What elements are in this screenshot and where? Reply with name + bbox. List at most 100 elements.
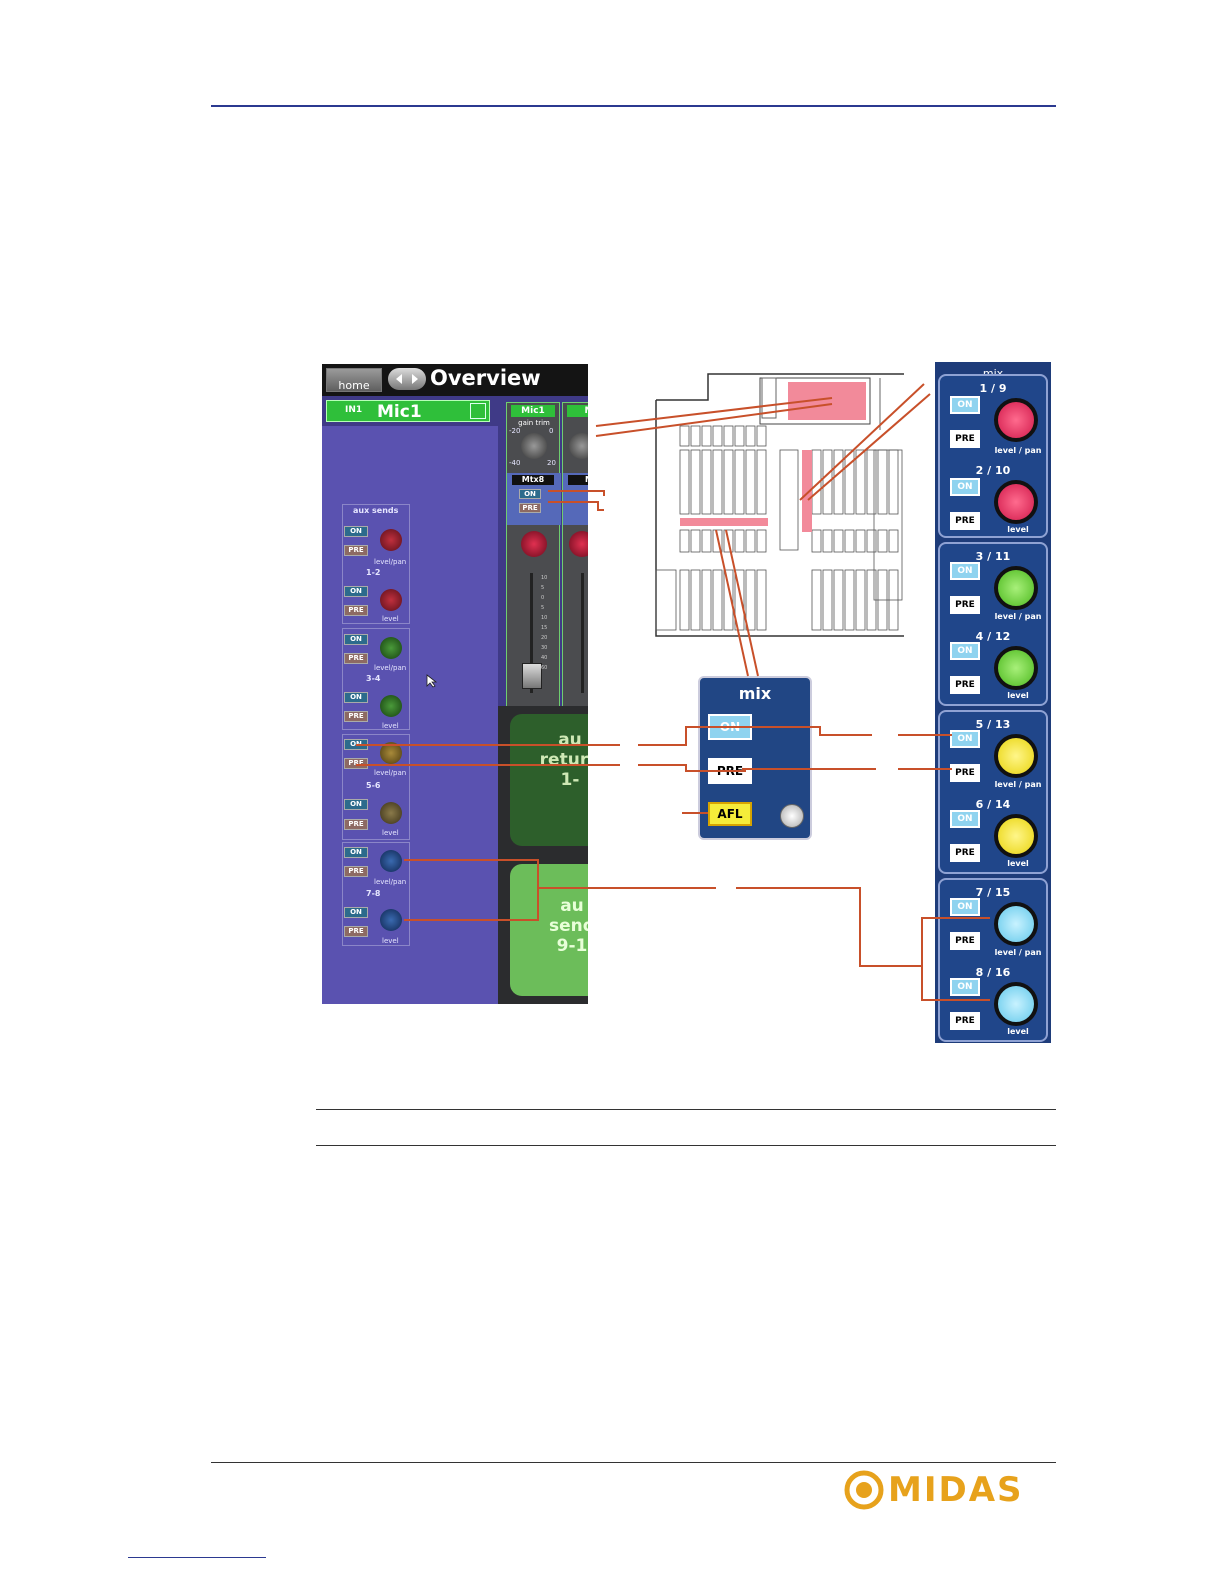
matrix-pre-button[interactable]: PRE [519,503,541,513]
mix-1-on-button[interactable]: ON [950,396,980,414]
aux-5-pre-button[interactable]: PRE [344,758,368,769]
midas-wordmark: MIDAS [888,1470,1024,1510]
aux-8-knob[interactable] [380,909,402,931]
mix-7-level-pan-knob[interactable] [994,902,1038,946]
mix-3-level-pan-knob[interactable] [994,566,1038,610]
mix-1-level-pan-knob[interactable] [994,398,1038,442]
level-label: level [1007,1027,1029,1036]
mix-3-on-button[interactable]: ON [950,562,980,580]
mix-7-pre-button[interactable]: PRE [950,932,980,950]
aux-group-label: 3-4 [366,674,381,683]
mix-6-on-button[interactable]: ON [950,810,980,828]
mix-5-pre-button[interactable]: PRE [950,764,980,782]
fader-track [581,573,584,693]
channel-name-bar[interactable]: IN1 Mic1 [326,400,490,422]
mix-5-on-button[interactable]: ON [950,730,980,748]
aux-7-knob[interactable] [380,850,402,872]
aux-sends-line: 9-1 [556,936,588,956]
aux-2-on-button[interactable]: ON [344,586,368,597]
aux-6-knob[interactable] [380,802,402,824]
console-surface-drawing [655,373,904,637]
aux-1-knob[interactable] [380,529,402,551]
gain-trim-label: gain trim [518,419,550,427]
fader-scale-label: 40 [541,655,548,661]
channel-name: Mic1 [377,402,422,422]
gain-scale-label: 0 [549,427,554,435]
level-label: level [1007,525,1029,534]
mix-8-level-knob[interactable] [994,982,1038,1026]
caption-rule-bottom [316,1145,1056,1146]
aux-6-pre-button[interactable]: PRE [344,819,368,830]
pan-knob[interactable] [521,531,547,557]
aux-3-on-button[interactable]: ON [344,634,368,645]
aux-3-pre-button[interactable]: PRE [344,653,368,664]
aux-6-on-button[interactable]: ON [344,799,368,810]
fader-scale-label: 30 [541,645,548,651]
mix-control-panel: mix ON PRE AFL [698,676,812,840]
level-pan-label: level/pan [374,878,407,886]
mix-afl-button[interactable]: AFL [708,802,752,826]
mix-pre-button[interactable]: PRE [708,758,752,784]
aux-8-pre-button[interactable]: PRE [344,926,368,937]
mix-4-level-knob[interactable] [994,646,1038,690]
level-pan-label: level / pan [994,948,1042,957]
aux-1-pre-button[interactable]: PRE [344,545,368,556]
pre-label: PRE [716,764,744,778]
aux-7-pre-button[interactable]: PRE [344,866,368,877]
aux-sends-title: aux sends [353,506,399,515]
mix-2-level-knob[interactable] [994,480,1038,524]
aux-8-on-button[interactable]: ON [344,907,368,918]
mix-4-on-button[interactable]: ON [950,642,980,660]
mix-2-on-button[interactable]: ON [950,478,980,496]
mix-section-top-label: 5 / 13 [975,718,1011,731]
mix-3-pre-button[interactable]: PRE [950,596,980,614]
mix-2-pre-button[interactable]: PRE [950,512,980,530]
midas-emblem-icon [844,1470,884,1510]
level-pan-label: level / pan [994,446,1042,455]
mix-4-pre-button[interactable]: PRE [950,676,980,694]
on-label: ON [719,720,741,734]
aux-2-knob[interactable] [380,589,402,611]
edit-icon[interactable] [470,403,486,419]
fader-scale-label: 60 [541,665,548,671]
gain-scale-label: 20 [547,459,556,467]
home-button[interactable]: home [326,368,382,392]
fader-scale-label: 15 [541,625,548,631]
mix-6-level-knob[interactable] [994,814,1038,858]
matrix-send-section: M [563,473,588,525]
mix-section-2: 3 / 11 ON PRE level / pan 4 / 12 ON PRE … [938,542,1048,706]
aux-4-pre-button[interactable]: PRE [344,711,368,722]
pan-knob[interactable] [569,531,588,557]
mix-8-on-button[interactable]: ON [950,978,980,996]
gain-scale-label: -40 [509,459,521,467]
gain-trim-knob[interactable] [521,433,547,459]
mix-5-level-pan-knob[interactable] [994,734,1038,778]
gain-trim-knob[interactable] [569,433,588,459]
aux-2-pre-button[interactable]: PRE [344,605,368,616]
mix-on-button[interactable]: ON [708,714,752,740]
mix-8-pre-button[interactable]: PRE [950,1012,980,1030]
aux-4-knob[interactable] [380,695,402,717]
level-label: level [382,615,399,623]
aux-5-knob[interactable] [380,742,402,764]
matrix-on-button[interactable]: ON [519,489,541,499]
mix-section-4: 7 / 15 ON PRE level / pan 8 / 16 ON PRE … [938,878,1048,1042]
mix-7-on-button[interactable]: ON [950,898,980,916]
mix-section-bottom-label: 2 / 10 [975,464,1011,477]
mix-6-pre-button[interactable]: PRE [950,844,980,862]
mix-section-top-label: 7 / 15 [975,886,1011,899]
nav-arrows[interactable] [388,368,426,390]
aux-returns-block[interactable]: au return 1- [510,714,588,846]
mix-1-pre-button[interactable]: PRE [950,430,980,448]
fader-cap[interactable] [522,663,542,689]
aux-sends-line: au [560,896,584,916]
matrix-send-section: Mtx8 ON PRE [507,473,561,525]
level-pan-label: level/pan [374,769,407,777]
aux-1-on-button[interactable]: ON [344,526,368,537]
mix-section-3: 5 / 13 ON PRE level / pan 6 / 14 ON PRE … [938,710,1048,874]
aux-5-on-button[interactable]: ON [344,739,368,750]
aux-3-knob[interactable] [380,637,402,659]
aux-sends-block[interactable]: au send 9-1 [510,864,588,996]
aux-7-on-button[interactable]: ON [344,847,368,858]
aux-4-on-button[interactable]: ON [344,692,368,703]
